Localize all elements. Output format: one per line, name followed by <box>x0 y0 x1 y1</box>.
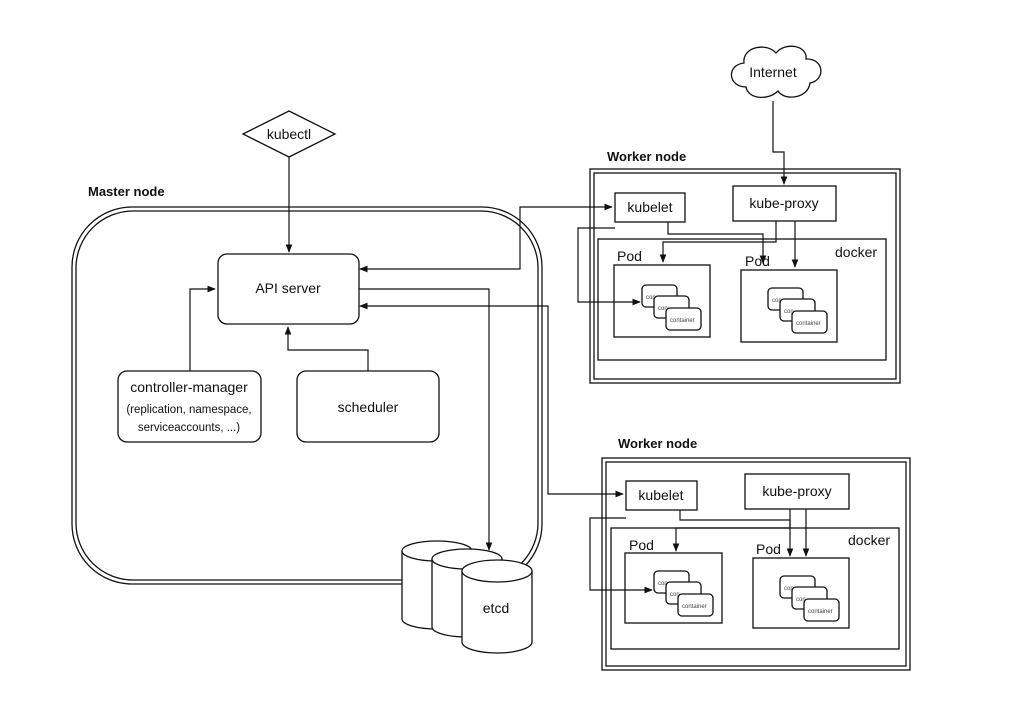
container-box <box>665 307 702 331</box>
container-label: container <box>682 604 707 610</box>
worker-node-container <box>589 168 901 384</box>
etcd-label: etcd <box>483 600 509 616</box>
docker-label: docker <box>848 532 890 548</box>
pod-label: Pod <box>745 253 770 269</box>
container-label: container <box>808 609 833 615</box>
pod-box[interactable]: Pod con con container <box>752 541 850 629</box>
controller-manager-detail-1: (replication, namespace, <box>126 404 251 416</box>
api-kubelet-bidirectional-arrow <box>359 302 624 498</box>
controller-manager-box[interactable]: controller-manager (replication, namespa… <box>117 370 262 443</box>
kube-proxy-to-pod-arrow <box>672 509 791 552</box>
controller-manager-detail-2: serviceaccounts, ...) <box>138 422 240 434</box>
kube-proxy-box[interactable]: kube-proxy <box>732 185 837 222</box>
kubelet-label: kubelet <box>627 199 672 215</box>
container-label: con <box>784 586 794 592</box>
kubelet-to-container-arrow <box>577 227 641 306</box>
worker-node-container <box>601 457 911 671</box>
pod-box[interactable]: Pod con con container <box>740 253 838 343</box>
docker-container: docker <box>597 238 887 361</box>
api-kubelet-bidirectional-arrow <box>359 203 613 273</box>
container-box <box>677 593 714 617</box>
api-server-label: API server <box>255 280 321 296</box>
kubelet-to-pod-arrow <box>667 222 767 264</box>
container-label: container <box>796 321 821 327</box>
container-box <box>791 310 828 334</box>
docker-label: docker <box>835 244 877 260</box>
internet-to-kube-proxy-arrow <box>772 101 788 185</box>
kubelet-label: kubelet <box>638 487 683 503</box>
controller-manager-to-api-arrow <box>189 285 216 371</box>
kubectl-label: kubectl <box>267 126 311 142</box>
pod-box[interactable]: Pod con con container <box>613 248 711 338</box>
kube-proxy-label: kube-proxy <box>749 195 818 211</box>
scheduler-box[interactable]: scheduler <box>296 370 440 443</box>
worker-node-title: Worker node <box>607 149 686 164</box>
container-label: con <box>796 597 806 603</box>
controller-manager-label: controller-manager <box>130 379 248 395</box>
container-label: con <box>772 298 782 304</box>
container-label: con <box>658 581 668 587</box>
scheduler-to-api-arrow <box>284 326 369 371</box>
master-node-title: Master node <box>88 184 165 199</box>
container-label: con <box>658 306 668 312</box>
pod-box[interactable]: Pod con con container <box>624 537 723 624</box>
container-label: con <box>784 309 794 315</box>
kube-proxy-box[interactable]: kube-proxy <box>744 473 850 510</box>
internet-cloud: Internet <box>730 45 822 98</box>
worker-node-title: Worker node <box>618 436 697 451</box>
pod-label: Pod <box>756 541 781 557</box>
kubectl-node[interactable]: kubectl <box>241 110 337 158</box>
pod-label: Pod <box>617 248 642 264</box>
etcd-cylinder <box>461 559 533 654</box>
container-label: container <box>670 318 695 324</box>
etcd-cluster[interactable]: etcd <box>401 540 533 654</box>
kube-proxy-label: kube-proxy <box>762 483 831 499</box>
kube-proxy-to-pod-arrow <box>659 221 777 263</box>
container-box <box>803 598 840 622</box>
container-label: con <box>646 295 656 301</box>
container-label: con <box>670 592 680 598</box>
kubelet-to-container-arrow <box>589 517 653 594</box>
internet-label: Internet <box>749 64 797 80</box>
api-server-box[interactable]: API server <box>217 253 360 325</box>
scheduler-label: scheduler <box>338 399 399 415</box>
kubelet-box[interactable]: kubelet <box>614 192 686 223</box>
kubelet-box[interactable]: kubelet <box>625 480 698 511</box>
kubelet-to-pod-arrow <box>679 510 794 557</box>
pod-label: Pod <box>629 537 654 553</box>
